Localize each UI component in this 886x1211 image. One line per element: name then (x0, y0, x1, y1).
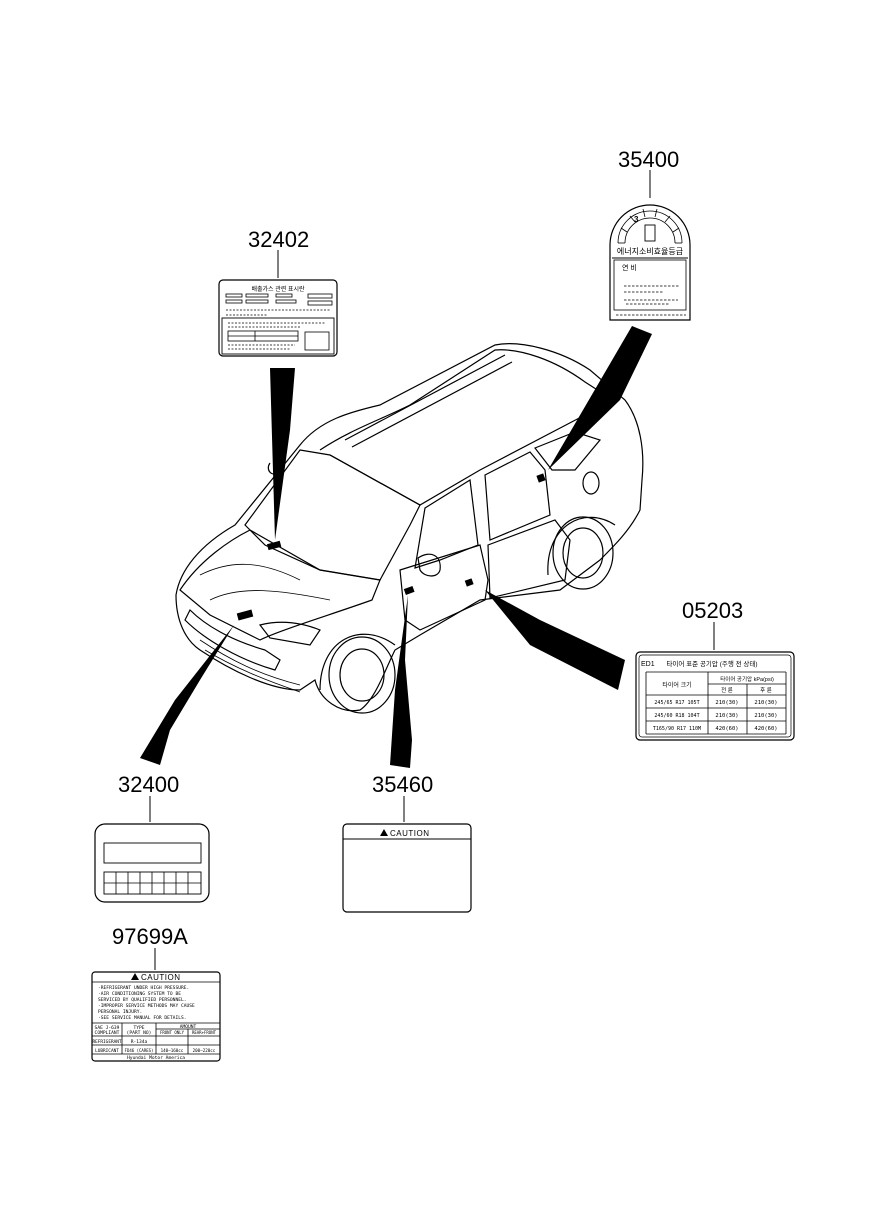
grade-arc-ticks (618, 208, 682, 244)
car-headlight (258, 621, 321, 646)
car-roof (319, 349, 611, 506)
label-97699a-line-3: SERVICED BY QUALIFIED PERSONNEL. (98, 997, 187, 1003)
car-quarter-window (534, 431, 602, 471)
label-05203-h-rear: 후 륜 (760, 687, 772, 694)
part-number-97699a: 97699A (112, 924, 188, 949)
label-05203-row1-size: 245/65 R17 105T (654, 700, 699, 706)
label-97699a-table-grid (92, 1022, 220, 1055)
part-number-35460: 35460 (372, 772, 433, 797)
label-05203-row2-front: 210(30) (715, 713, 738, 719)
label-spot-05203 (464, 578, 474, 587)
label-97699a-h-type-sub: (PART NO) (127, 1030, 152, 1036)
part-number-labels: 32402 35400 05203 32400 35460 97699A (112, 147, 743, 970)
leader-35460 (390, 595, 412, 768)
label-05203-corner: ED1 (641, 661, 655, 668)
label-97699a-h-sae: SAE J-639 (95, 1025, 120, 1031)
label-35400-fuel: 연 비 (622, 263, 637, 272)
label-97699a-r2-front: 140–160cc (161, 1048, 184, 1053)
leader-32400 (140, 625, 234, 765)
leader-32402 (270, 368, 295, 540)
label-spot-35460 (403, 585, 415, 595)
part-number-32400: 32400 (118, 772, 179, 797)
label-97699a-h-rear: REAR+FRONT (192, 1030, 217, 1035)
label-05203-row1-rear: 210(30) (754, 700, 777, 706)
label-97699a-r1-name: REFRIGERANT (92, 1039, 121, 1045)
label-05203-h-front: 전 륜 (721, 686, 733, 694)
part-number-32402: 32402 (248, 227, 309, 252)
label-05203: ED1 타이어 표준 공기압 (주행 전 상태) 타이어 크기 타이어 공기압 … (635, 651, 795, 741)
label-05203-row1-front: 210(30) (715, 700, 738, 706)
car-roof-rail (344, 354, 513, 448)
label-spot-32402 (266, 540, 282, 551)
part-number-05203: 05203 (682, 598, 743, 623)
leader-35400 (548, 326, 652, 470)
car-rear-side-window (484, 451, 551, 541)
label-35460-caution: CAUTION (390, 829, 430, 838)
label-97699a-r1-type: R-134a (131, 1039, 148, 1045)
label-32402-title: 배출가스 관련 표시란 (251, 285, 304, 293)
warning-triangle-icon (380, 829, 388, 836)
label-05203-row3-front: 420(60) (715, 726, 738, 732)
car-rear-door (487, 519, 571, 599)
label-32400-grid (104, 872, 201, 894)
label-spot-32400 (236, 609, 254, 621)
label-35400-grade: 3 (634, 215, 639, 224)
label-32402-upper-fields (225, 293, 333, 316)
label-97699a-line-4: ·IMPROPER SERVICE METHODS MAY CAUSE (98, 1003, 195, 1009)
car-fuel-door (582, 471, 600, 495)
label-35460: CAUTION (342, 823, 472, 913)
label-97699a-h-type: TYPE (133, 1025, 144, 1031)
car-side-mirror (417, 553, 441, 577)
label-05203-row2-rear: 210(30) (754, 713, 777, 719)
label-97699a-r2-name: LUBRICANT (95, 1048, 119, 1054)
vehicle-drawing (175, 343, 644, 714)
warning-triangle-icon (131, 973, 139, 980)
car-hood (179, 529, 381, 641)
label-97699a: CAUTION ·REFRIGERANT UNDER HIGH PRESSURE… (91, 971, 221, 1062)
label-35400-title: 에너지소비효율등급 (617, 246, 683, 256)
label-32400 (94, 823, 210, 903)
label-97699a-h-compliant: COMPLIANT (95, 1030, 120, 1036)
label-32402-lower-fields (227, 322, 330, 351)
label-05203-row3-rear: 420(60) (754, 726, 777, 732)
part-number-35400: 35400 (618, 147, 679, 172)
car-body-outline (175, 343, 644, 712)
label-97699a-line-1: ·REFRIGERANT UNDER HIGH PRESSURE. (98, 985, 189, 991)
car-rear-wheel (547, 516, 616, 590)
label-05203-title: 타이어 표준 공기압 (주행 전 상태) (666, 659, 757, 668)
label-97699a-r2-rear: 200–220cc (193, 1048, 216, 1053)
label-35400-fields (616, 285, 686, 316)
label-97699a-caution: CAUTION (141, 973, 181, 982)
car-front-door (399, 544, 489, 631)
car-front-side-window (414, 478, 479, 569)
car-front-wheel (319, 633, 396, 714)
label-97699a-h-amount: AMOUNT (180, 1024, 197, 1030)
label-35400: 3 에너지소비효율등급 연 비 (609, 204, 691, 321)
label-05203-grid (645, 671, 787, 735)
car-grille (184, 608, 281, 671)
label-32402: 배출가스 관련 표시란 (218, 279, 338, 357)
label-spot-35400 (536, 473, 546, 483)
label-97699a-line-5: PERSONAL INJURY. (98, 1009, 142, 1015)
label-05203-row3-size: T165/90 R17 110M (653, 726, 701, 732)
label-05203-h-pressure: 타이어 공기압 kPa(psi) (720, 675, 774, 683)
car-windshield (244, 449, 421, 581)
label-97699a-r2-type: FD46 (CARES) (125, 1048, 154, 1053)
label-97699a-line-2: ·AIR CONDITIONING SYSTEM TO BE (98, 991, 181, 997)
label-97699a-footer: Hyundai Motor America (127, 1055, 185, 1061)
label-05203-row2-size: 245/60 R18 104T (654, 713, 699, 719)
leader-lines (140, 326, 652, 768)
label-97699a-line-6: ·SEE SERVICE MANUAL FOR DETAILS. (98, 1015, 187, 1021)
label-97699a-h-front: FRONT ONLY (160, 1030, 185, 1035)
leader-05203 (485, 590, 625, 690)
label-05203-h-size: 타이어 크기 (662, 681, 691, 689)
